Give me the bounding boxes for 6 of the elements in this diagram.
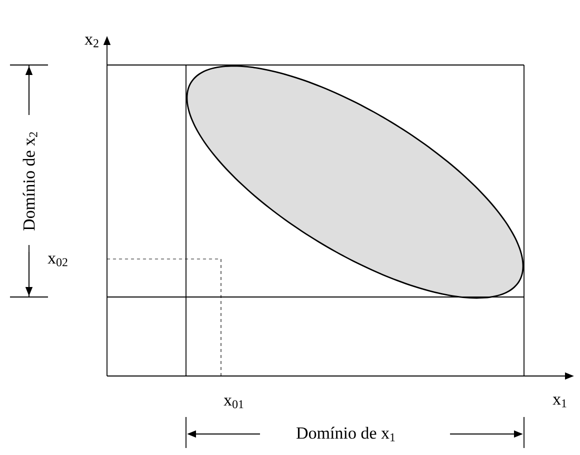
axis-label: x$_{2}$ [84,36,98,48]
axis-label: x$_{1}$ [552,396,566,408]
tick-label: x$_{02}$ [48,256,68,266]
dimension-label: Domínio de x$_{1}$ [296,426,395,442]
tick-label: x$_{01}$ [224,398,244,408]
dimension-label: Domínio de x$_{2}$ [22,132,38,230]
